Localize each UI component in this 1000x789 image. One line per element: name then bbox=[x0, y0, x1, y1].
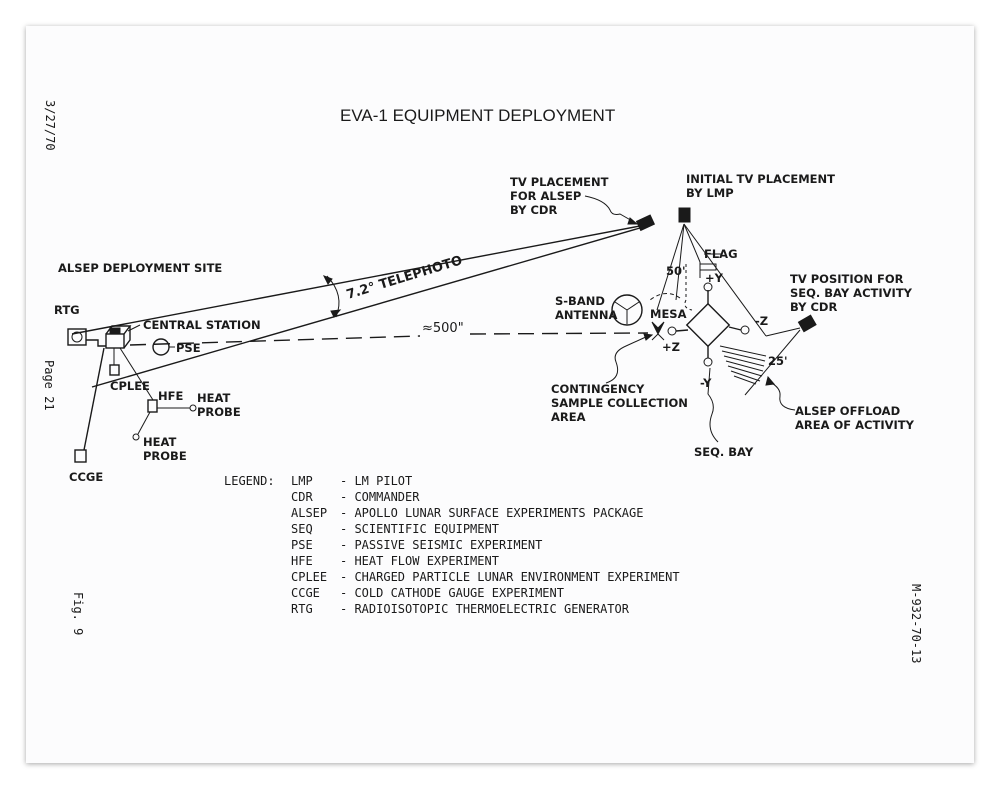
tv-camera-initial bbox=[678, 207, 691, 223]
legend-abbr: ALSEP bbox=[291, 506, 327, 520]
alsep-site-label: ALSEP DEPLOYMENT SITE bbox=[58, 261, 222, 275]
legend-abbr: CCGE bbox=[291, 586, 320, 600]
minus-y-label: -Y bbox=[700, 376, 712, 390]
heat-probe-1-label-1: HEAT bbox=[197, 391, 230, 405]
offload-label-1: ALSEP OFFLOAD bbox=[795, 404, 900, 418]
document-number: M-932-70-13 bbox=[909, 584, 923, 663]
dist-50-label: 50' bbox=[666, 264, 686, 278]
legend-abbr: CPLEE bbox=[291, 570, 327, 584]
offload-label-2: AREA OF ACTIVITY bbox=[795, 418, 915, 432]
cplee-unit bbox=[109, 364, 120, 376]
legend-abbr: LMP bbox=[291, 474, 313, 488]
legend-abbr: PSE bbox=[291, 538, 313, 552]
initial-tv-label-2: BY LMP bbox=[686, 186, 734, 200]
legend-heading: LEGEND: bbox=[224, 474, 275, 488]
page-number: Page 21 bbox=[42, 360, 56, 411]
heat-probe-2 bbox=[132, 433, 140, 441]
tv-seq-label-3: BY CDR bbox=[790, 300, 837, 314]
rtg-label: RTG bbox=[54, 303, 80, 317]
rtg-unit bbox=[67, 328, 87, 346]
tv-camera-seq bbox=[797, 314, 817, 333]
plus-z-label: +Z bbox=[662, 340, 680, 354]
offload-area bbox=[719, 345, 767, 385]
legend-description: - COLD CATHODE GAUGE EXPERIMENT bbox=[340, 586, 564, 600]
tv-seq-label-2: SEQ. BAY ACTIVITY bbox=[790, 286, 913, 300]
heat-probe-2-label-2: PROBE bbox=[143, 449, 187, 463]
contingency-label-1: CONTINGENCY bbox=[551, 382, 645, 396]
legend-abbr: CDR bbox=[291, 490, 313, 504]
minus-z-label: -Z bbox=[755, 314, 768, 328]
legend-abbr: RTG bbox=[291, 602, 313, 616]
ccge-unit bbox=[74, 449, 87, 463]
legend-abbr: HFE bbox=[291, 554, 313, 568]
contingency-label-3: AREA bbox=[551, 410, 586, 424]
hfe-label: HFE bbox=[158, 389, 183, 403]
legend-description: - CHARGED PARTICLE LUNAR ENVIRONMENT EXP… bbox=[340, 570, 680, 584]
lunar-module: +Y -Z -Y +Z bbox=[662, 271, 768, 390]
document-sheet bbox=[26, 26, 974, 763]
ccge-label: CCGE bbox=[69, 470, 103, 484]
tv-alsep-label-1: TV PLACEMENT bbox=[510, 175, 609, 189]
distance-line-right bbox=[469, 332, 649, 335]
tv-alsep-label-3: BY CDR bbox=[510, 203, 557, 217]
legend: LEGEND: LMP - LM PILOT CDR - COMMANDER ALSEP… bbox=[224, 474, 680, 616]
page-title: EVA-1 EQUIPMENT DEPLOYMENT bbox=[340, 106, 615, 125]
distance-label: ≈500" bbox=[422, 321, 464, 336]
pse-unit bbox=[152, 338, 170, 356]
mesa-marker bbox=[651, 321, 665, 341]
legend-description: - HEAT FLOW EXPERIMENT bbox=[340, 554, 499, 568]
plus-y-label: +Y bbox=[705, 271, 724, 285]
pse-label: PSE bbox=[176, 341, 201, 355]
telephoto-boundary-lower bbox=[91, 227, 641, 388]
legend-description: - APOLLO LUNAR SURFACE EXPERIMENTS PACKA… bbox=[340, 506, 643, 520]
legend-description: - SCIENTIFIC EQUIPMENT bbox=[340, 522, 499, 536]
tv-seq-label-1: TV POSITION FOR bbox=[790, 272, 904, 286]
legend-description: - COMMANDER bbox=[340, 490, 420, 504]
sband-label-2: ANTENNA bbox=[555, 308, 617, 322]
distance-line-left bbox=[129, 335, 421, 346]
legend-description: - RADIOISOTOPIC THERMOELECTRIC GENERATOR bbox=[340, 602, 630, 616]
heat-probe-2-label-1: HEAT bbox=[143, 435, 176, 449]
heat-probe-1-label-2: PROBE bbox=[197, 405, 241, 419]
sband-label-1: S-BAND bbox=[555, 294, 605, 308]
contingency-label-2: SAMPLE COLLECTION bbox=[551, 396, 688, 410]
s-band-antenna bbox=[611, 294, 643, 326]
dist-25-label: 25' bbox=[768, 354, 788, 368]
tv-camera-alsep bbox=[635, 214, 656, 232]
central-station-label: CENTRAL STATION bbox=[143, 318, 261, 332]
central-station bbox=[105, 325, 132, 349]
initial-tv-label-1: INITIAL TV PLACEMENT bbox=[686, 172, 835, 186]
heat-probe-1 bbox=[189, 404, 197, 412]
tv-alsep-label-2: FOR ALSEP bbox=[510, 189, 581, 203]
hfe-unit bbox=[147, 399, 158, 413]
date-stamp: 3/27/70 bbox=[43, 100, 57, 151]
flag-icon bbox=[699, 262, 717, 278]
seq-bay-label: SEQ. BAY bbox=[694, 445, 754, 459]
legend-description: - LM PILOT bbox=[340, 474, 412, 488]
cplee-label: CPLEE bbox=[110, 379, 150, 393]
figure-number: Fig. 9 bbox=[71, 592, 85, 635]
legend-description: - PASSIVE SEISMIC EXPERIMENT bbox=[340, 538, 542, 552]
mesa-label: MESA bbox=[650, 307, 687, 321]
telephoto-boundary-upper bbox=[71, 225, 641, 335]
legend-abbr: SEQ bbox=[291, 522, 313, 536]
flag-label: FLAG bbox=[704, 247, 738, 261]
alsep-site: ALSEP DEPLOYMENT SITE RTG CENTRAL STATIO… bbox=[54, 261, 261, 484]
